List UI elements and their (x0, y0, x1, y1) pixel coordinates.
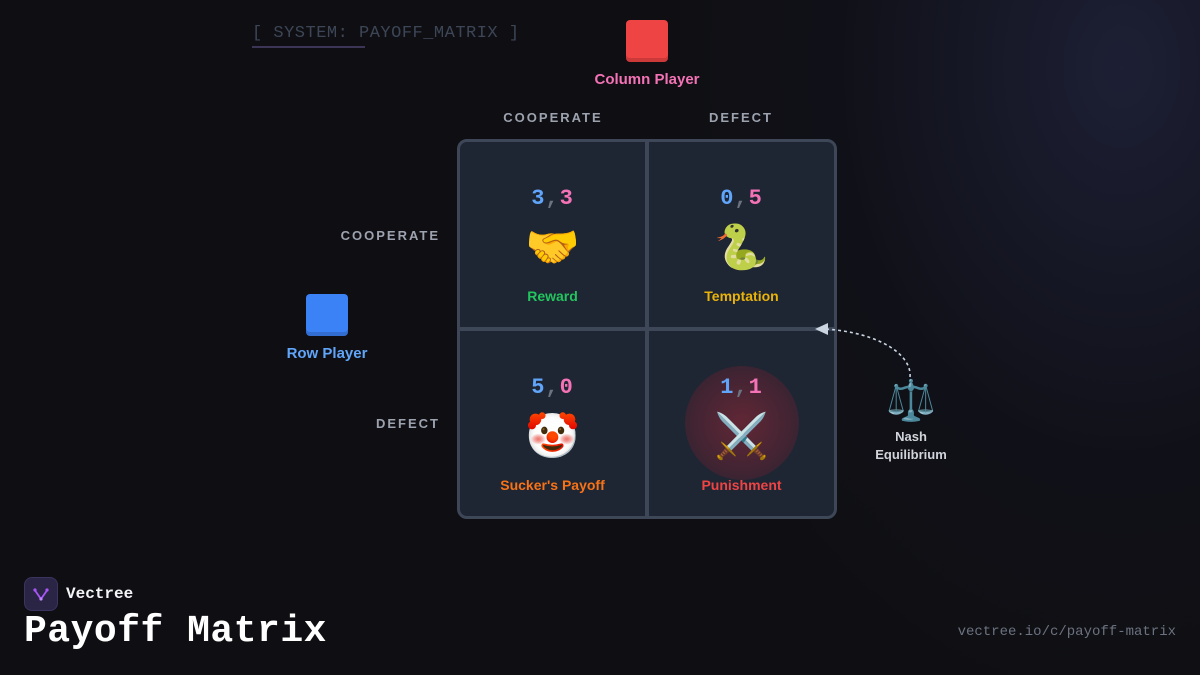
cell-defect-cooperate: 5,0 🤡 Sucker's Payoff (460, 331, 645, 516)
balance-scale-icon: ⚖️ (886, 378, 936, 424)
column-payoff: 5 (748, 186, 763, 211)
column-player-label: Column Player (594, 71, 700, 88)
payoff-pair: 3,3 (460, 186, 645, 211)
page-title: Payoff Matrix (24, 610, 327, 653)
nash-pointer-arrow (815, 323, 911, 378)
row-strategy-defect: DEFECT (376, 416, 440, 431)
payoff-separator: , (545, 186, 560, 211)
nash-label: Nash Equilibrium (866, 428, 956, 464)
brand: Vectree (24, 577, 133, 611)
outcome-label-reward: Reward (527, 288, 578, 304)
cell-cooperate-cooperate: 3,3 🤝 Reward (460, 142, 645, 327)
nash-label-line1: Nash (895, 429, 927, 444)
row-payoff: 0 (720, 186, 735, 211)
outcome-label-punishment: Punishment (701, 477, 782, 493)
column-strategy-cooperate: COOPERATE (503, 110, 603, 125)
payoff-separator: , (734, 186, 749, 211)
payoff-matrix-grid: 3,3 🤝 Reward 0,5 🐍 Temptation 5,0 🤡 Suck… (457, 139, 837, 519)
row-strategy-cooperate: COOPERATE (340, 228, 440, 243)
source-url[interactable]: vectree.io/c/payoff-matrix (957, 624, 1176, 640)
nash-label-line2: Equilibrium (875, 447, 947, 462)
column-strategy-defect: DEFECT (709, 110, 773, 125)
outcome-label-temptation: Temptation (704, 288, 779, 304)
brand-name: Vectree (66, 585, 134, 603)
payoff-pair: 1,1 (649, 375, 834, 400)
row-payoff: 3 (531, 186, 546, 211)
red-square-icon (626, 20, 668, 62)
nash-highlight-glow (685, 366, 799, 480)
column-payoff: 1 (748, 375, 763, 400)
blue-square-icon (306, 294, 348, 336)
handshake-icon: 🤝 (525, 222, 580, 273)
column-payoff: 0 (559, 375, 574, 400)
nash-equilibrium-callout: ⚖️ Nash Equilibrium (866, 378, 956, 464)
payoff-pair: 5,0 (460, 375, 645, 400)
column-payoff: 3 (559, 186, 574, 211)
crossed-swords-icon: ⚔️ (714, 411, 769, 462)
row-player: Row Player (277, 294, 377, 362)
row-player-label: Row Player (286, 345, 368, 362)
row-payoff: 5 (531, 375, 546, 400)
system-label: [ SYSTEM: PAYOFF_MATRIX ] (252, 24, 520, 43)
row-payoff: 1 (720, 375, 735, 400)
column-player: Column Player (587, 20, 707, 88)
vectree-logo-icon (24, 577, 58, 611)
payoff-pair: 0,5 (649, 186, 834, 211)
outcome-label-suckers-payoff: Sucker's Payoff (500, 477, 605, 493)
cell-cooperate-defect: 0,5 🐍 Temptation (649, 142, 834, 327)
payoff-separator: , (734, 375, 749, 400)
clown-icon: 🤡 (525, 411, 580, 462)
cell-defect-defect: 1,1 ⚔️ Punishment (649, 331, 834, 516)
payoff-separator: , (545, 375, 560, 400)
snake-icon: 🐍 (714, 222, 769, 273)
system-label-underline (252, 46, 365, 48)
